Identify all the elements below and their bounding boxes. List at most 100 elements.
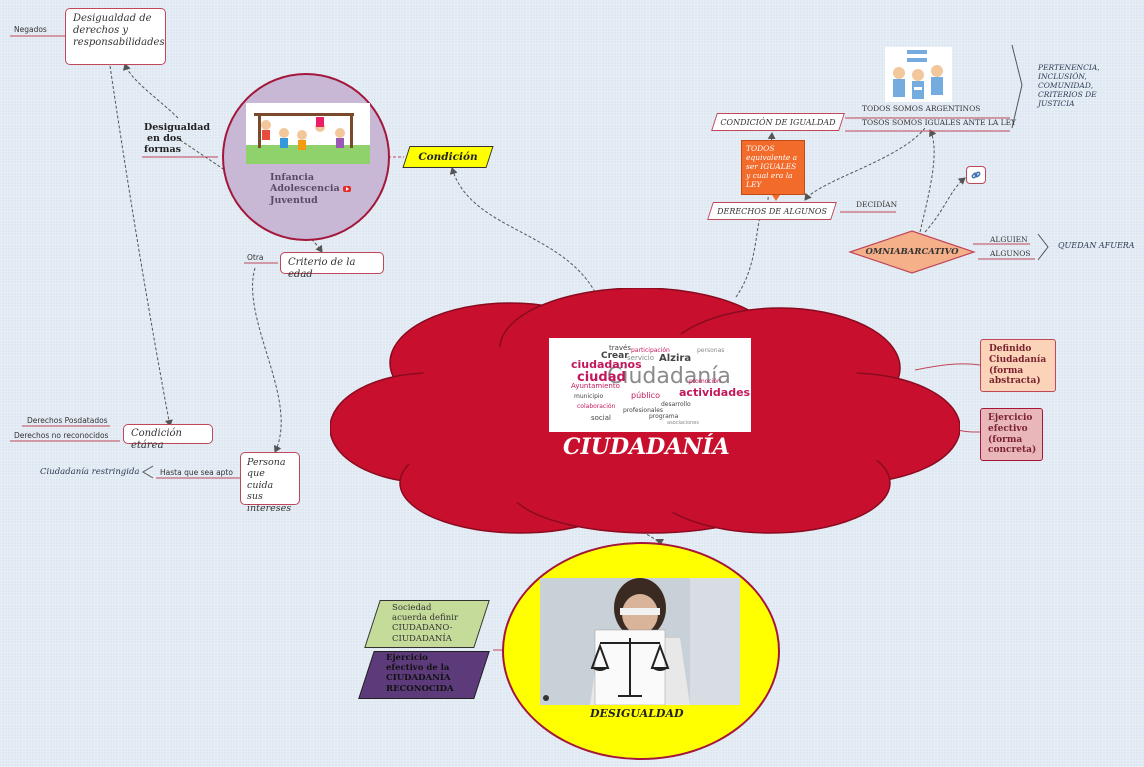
node-line: Persona (247, 457, 286, 468)
omniabarcativo-shape (848, 230, 976, 274)
wordcloud-word: programa (649, 413, 679, 420)
definido-node[interactable]: Definido Ciudadanía (forma abstracta) (980, 339, 1056, 392)
criterio-edad-node[interactable]: Criterio de la edad (280, 252, 384, 280)
label-line: INCLUSIÓN, (1038, 72, 1087, 81)
wordcloud-word: público (631, 391, 660, 400)
node-line: sus (247, 491, 263, 503)
node-line: concreta) (988, 445, 1037, 456)
ejercicio-efectivo-node[interactable]: Ejercicio efectivo (forma concreta) (980, 408, 1043, 461)
note-line: y cual era la (746, 171, 793, 180)
note-line: TODOS (746, 144, 775, 153)
hasta-que-label[interactable]: Hasta que sea apto (160, 468, 233, 477)
label-line: COMUNIDAD, (1038, 81, 1093, 90)
wordcloud-graphic: Ciudadanía ciudadanos ciudad actividades… (571, 344, 751, 426)
ejercicio-reconocida-text: Ejercicio efectivo de la CIUDADANÍA RECO… (386, 653, 454, 694)
persona-node[interactable]: Persona que cuida sus intereses (240, 452, 300, 514)
bracket-quedan (1037, 233, 1049, 261)
note-line: LEY (746, 180, 762, 189)
wordcloud-word: Alzira (659, 353, 691, 364)
alguien-label[interactable]: ALGUIEN (990, 235, 1028, 244)
pertenencia-label[interactable]: PERTENENCIA, INCLUSIÓN, COMUNIDAD, CRITE… (1038, 63, 1100, 108)
infancia-text: Infancia Adolescencia Juventud (270, 172, 351, 206)
wordcloud-word: participación (631, 347, 670, 354)
label-line: CRITERIOS DE (1038, 90, 1097, 99)
sociedad-node[interactable]: Sociedad acuerda definir CIUDADANO- CIUD… (364, 600, 490, 648)
justice-graphic (540, 578, 740, 705)
node-line: responsabilidades (73, 37, 165, 48)
node-line: RECONOCIDA (386, 683, 454, 694)
wordcloud-word: ciudadanos (571, 358, 642, 371)
infancia-line: Adolescencia (270, 183, 340, 195)
desigualdad-formas-label[interactable]: Desigualdad en dos formas (144, 122, 210, 156)
derechos-posdatados-label[interactable]: Derechos Posdatados (27, 416, 108, 425)
label-line: JUSTICIA (1038, 99, 1075, 108)
wordcloud-word: municipio (574, 393, 604, 400)
desigualdad-title[interactable]: DESIGUALDAD (590, 707, 684, 720)
link-otra-persona (252, 267, 282, 453)
node-line: intereses (247, 502, 292, 514)
link-cloud-derechos (735, 215, 761, 298)
wordcloud-word: Ayuntamiento (571, 382, 620, 390)
infancia-line-row: Adolescencia (270, 183, 351, 194)
decidian-label[interactable]: DECIDÍAN (856, 200, 898, 209)
argentina-fans-image (885, 47, 952, 102)
link-formas-desigualdad (122, 63, 179, 119)
central-title[interactable]: CIUDADANÍA (563, 434, 730, 460)
node-line: Sociedad (392, 603, 432, 613)
condicion-igualdad-node[interactable]: CONDICIÓN DE IGUALDAD (711, 113, 845, 131)
derechos-no-reconocidos-label[interactable]: Derechos no reconocidos (14, 431, 109, 440)
justice-image (540, 578, 740, 705)
wordcloud-word: promoción (689, 378, 721, 385)
wordcloud-word: actividades (679, 386, 751, 399)
children-image (246, 103, 370, 164)
node-line: efectivo (988, 423, 1028, 434)
node-line: CIUDADANO- (392, 623, 453, 634)
node-line: CIUDADANÍA (392, 633, 452, 644)
note-line: ser IGUALES (746, 162, 797, 171)
link-omni-tosos (919, 129, 937, 233)
condicion-label: Condición (418, 151, 478, 163)
fans-graphic (893, 50, 943, 99)
callout-tail (772, 195, 780, 201)
node-line: acuerda definir (392, 613, 459, 624)
sociedad-text: Sociedad acuerda definir CIUDADANO- CIUD… (392, 603, 458, 644)
node-line: abstracta) (989, 376, 1041, 387)
condicion-etarea-node[interactable]: Condición etárea (123, 424, 213, 451)
node-line: Ejercicio (988, 413, 1033, 423)
node-line: Ejercicio (386, 653, 428, 663)
wordcloud-word: Ciudadanía (607, 364, 731, 389)
arrow-ciudadania-restringida (142, 465, 154, 479)
omniabarcativo-label: OMNIABARCATIVO (865, 247, 959, 257)
condicion-node[interactable]: Condición (402, 146, 494, 168)
wordcloud-word: ciudad (577, 370, 626, 385)
tosos-iguales-label[interactable]: TOSOS SOMOS IGUALES ANTE LA LEY (862, 118, 1017, 127)
algunos-label[interactable]: ALGUNOS (990, 249, 1031, 258)
todos-argentinos-label[interactable]: TODOS SOMOS ARGENTINOS (862, 104, 981, 113)
bracket-pertenencia (1011, 44, 1023, 129)
omniabarcativo-node[interactable]: OMNIABARCATIVO (848, 230, 976, 274)
link-omni-link (924, 177, 966, 233)
otra-label[interactable]: Otra (247, 253, 264, 262)
desigualdad-derechos-node[interactable]: Desigualdad de derechos y responsabilida… (65, 8, 166, 65)
negados-label[interactable]: Negados (14, 25, 47, 34)
wordcloud-word: colaboración (577, 403, 616, 410)
derechos-algunos-node[interactable]: DERECHOS DE ALGUNOS (707, 202, 837, 220)
children-graphic (246, 113, 370, 164)
link-icon[interactable] (966, 166, 986, 184)
link-tosos-derechos (804, 127, 926, 201)
node-line: Desigualdad de (73, 13, 152, 24)
node-line: Ciudadanía (989, 354, 1047, 365)
node-line: Definido (989, 344, 1032, 354)
wordcloud-word: Crear (601, 351, 629, 361)
callout-note[interactable]: TODOS equivalente a ser IGUALES y cual e… (741, 140, 805, 195)
link-cloud-condicion (449, 167, 596, 293)
label-line: formas (144, 143, 181, 155)
link-glyph (971, 171, 981, 179)
ejercicio-reconocida-node[interactable]: Ejercicio efectivo de la CIUDADANÍA RECO… (358, 651, 490, 699)
wordcloud-word: asociaciones (667, 420, 699, 426)
youtube-icon[interactable] (342, 186, 351, 193)
node-line: (forma (989, 365, 1024, 376)
ciudadania-restringida-label[interactable]: Ciudadanía restringida (40, 467, 140, 477)
quedan-afuera-label[interactable]: QUEDAN AFUERA (1058, 241, 1135, 250)
